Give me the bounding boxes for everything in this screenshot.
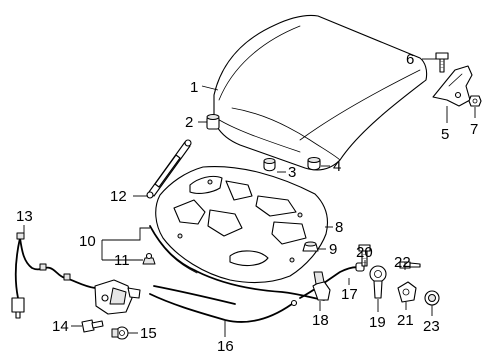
screw [399, 261, 421, 269]
latch-nut [111, 326, 129, 340]
hood-bumper-stop [206, 114, 220, 130]
release-cable [11, 232, 96, 319]
callout-18: 18 [312, 312, 329, 329]
hood-insulator [155, 165, 329, 284]
callout-2: 2 [185, 114, 193, 131]
hood-latch [94, 279, 141, 315]
callout-3: 3 [288, 164, 296, 181]
hood-striker [369, 265, 387, 299]
callout-10: 10 [79, 233, 96, 250]
callout-21: 21 [397, 312, 414, 329]
callout-4: 4 [333, 158, 341, 175]
callout-labels: 1 2 3 4 5 6 7 8 9 10 11 12 13 14 15 16 1… [16, 51, 478, 355]
seal-clip [142, 252, 156, 265]
hood-bumper [424, 290, 440, 306]
hinge-bolt [435, 52, 449, 73]
hood-seal [149, 225, 325, 301]
callout-12: 12 [110, 188, 127, 205]
callout-13: 13 [16, 208, 33, 225]
callout-17: 17 [341, 286, 358, 303]
callout-9: 9 [329, 241, 337, 258]
hood-lift-support [146, 139, 192, 199]
callout-1: 1 [190, 79, 198, 96]
hood-grommet [263, 158, 276, 172]
callout-16: 16 [217, 338, 234, 355]
hood-cushion [307, 157, 321, 171]
hood-panel [213, 14, 428, 171]
hood-adjuster [397, 281, 417, 303]
callout-14: 14 [52, 318, 69, 335]
callout-22: 22 [394, 254, 411, 271]
callout-7: 7 [470, 121, 478, 138]
callout-20: 20 [356, 244, 373, 261]
latch-bolt [81, 319, 104, 333]
callout-5: 5 [441, 126, 449, 143]
callout-6: 6 [406, 51, 414, 68]
callout-15: 15 [140, 325, 157, 342]
leader-lines [23, 58, 476, 337]
release-cable-lower [149, 285, 298, 323]
hood-plug [302, 241, 319, 252]
callout-23: 23 [423, 318, 440, 335]
striker-bolt [358, 244, 371, 267]
callout-8: 8 [335, 219, 343, 236]
callout-11: 11 [114, 252, 130, 269]
rod-holder [312, 271, 331, 301]
hood-hinge [432, 65, 473, 107]
hinge-nut [468, 95, 482, 107]
callout-19: 19 [369, 314, 386, 331]
